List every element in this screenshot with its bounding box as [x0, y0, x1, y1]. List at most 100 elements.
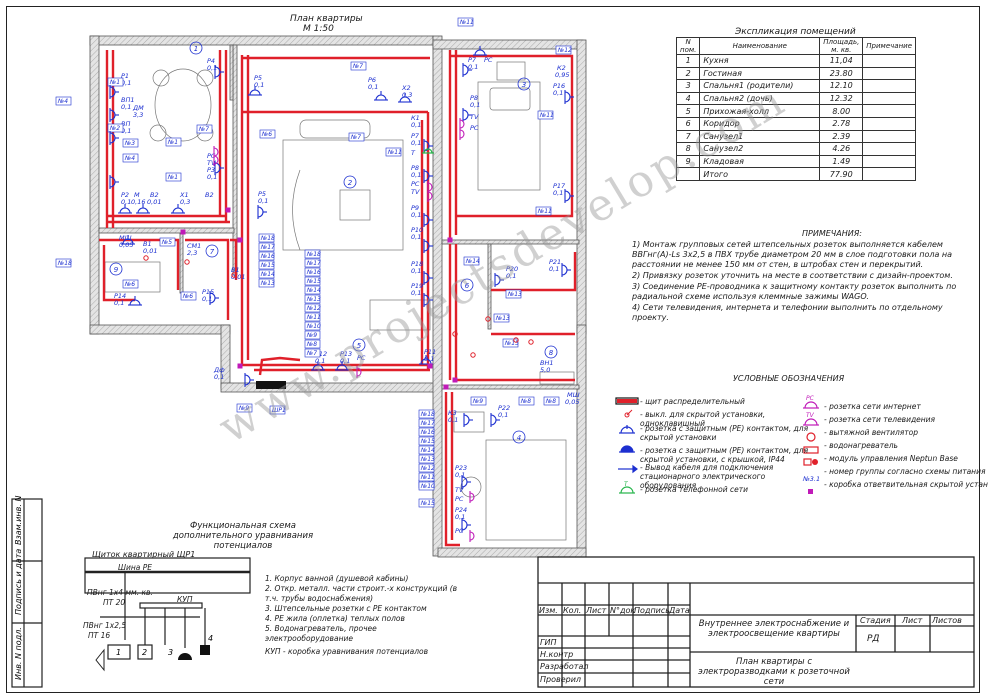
outlet-label: 0,1	[411, 121, 421, 129]
outlet-label: РС	[357, 354, 366, 362]
scheme-items: 1. Корпус ванной (душевой кабины)2. Откр…	[265, 574, 465, 644]
socket-icon	[109, 108, 119, 122]
network-socket-icon	[469, 491, 475, 503]
group-stack-label: №9	[306, 332, 317, 339]
scheme-item: 5. Водонагреватель, прочее электрооборуд…	[265, 624, 377, 643]
wiring	[99, 50, 577, 547]
socket-icon	[109, 85, 119, 99]
outlet-label: TV	[455, 486, 464, 494]
outlet-label: Р22	[498, 404, 510, 412]
outlet-label: К2	[557, 64, 566, 72]
outlet-label: К1	[411, 114, 420, 122]
outlet-label: 0,1	[202, 295, 212, 303]
group-stack-label: №17	[260, 244, 275, 251]
drawing-sheet	[6, 6, 980, 693]
group-stack-label: №12	[420, 465, 435, 472]
socket-icon	[461, 475, 471, 489]
outlet-label: РС	[455, 495, 464, 503]
outlet-label: 0,1	[340, 357, 350, 365]
group-stack-label: №15	[420, 438, 435, 445]
outlet-label: В1	[143, 240, 152, 248]
switch-icon	[143, 255, 149, 261]
outlet-label: В1	[231, 266, 240, 274]
outlet-label: Р18	[411, 260, 423, 268]
group-label: №6	[261, 131, 272, 138]
outlet-label: Х2	[401, 84, 411, 92]
explication-cell	[675, 167, 701, 181]
group-stack-label: №14	[420, 447, 435, 454]
junction-box-icon	[427, 363, 433, 369]
room-number: 5	[357, 342, 362, 350]
outlet-label: 3,3	[133, 111, 143, 119]
outlet-label: 0,3	[180, 198, 190, 206]
outlet-label: 0,1	[411, 233, 421, 241]
outlet-label: 0,1	[207, 173, 217, 181]
outlet-label: 0,1	[468, 63, 478, 71]
outlet-label: 0,95	[555, 71, 569, 79]
outlet-label: 0,1	[549, 265, 559, 273]
outlet-label: РС	[411, 180, 420, 188]
socket-icon	[244, 373, 254, 387]
group-stack-label: №13	[420, 456, 435, 463]
title-block-col: Подпись	[634, 606, 670, 615]
outlet-label: 0,01	[143, 247, 157, 255]
outlet-label: М	[134, 191, 140, 199]
group-label: №2	[109, 125, 120, 132]
outlet-label: 0,1	[553, 189, 563, 197]
switch-icon	[485, 316, 491, 322]
junction-box-icon	[443, 384, 449, 390]
group-label: №7	[350, 134, 361, 141]
group-stack-label: №14	[306, 287, 321, 294]
network-socket-icon	[213, 154, 219, 166]
svg-text:4: 4	[208, 634, 213, 643]
outlet-label: 0,1	[121, 198, 131, 206]
outlet-label: Дф	[213, 366, 225, 374]
group-label: №13	[507, 291, 522, 298]
scheme-pipe1: ПТ 20	[103, 598, 126, 607]
plan-scale: М 1:50	[303, 24, 334, 34]
outlet-label: Р9	[411, 204, 419, 212]
outlet-label: 0,01	[231, 273, 245, 281]
group-label: №1	[167, 139, 178, 146]
group-label: №1	[167, 174, 178, 181]
sheets-header: Листов	[932, 616, 962, 625]
socket-icon	[423, 271, 433, 285]
outlet-label: Р17	[553, 182, 566, 190]
svg-text:2: 2	[142, 648, 147, 657]
scheme-title: Функциональная схема дополнительного ура…	[172, 521, 314, 551]
group-label: №15	[504, 340, 519, 347]
outlet-label: 2,3	[187, 249, 197, 257]
scheme-item: 2. Откр. металл. части строит.-х констру…	[265, 584, 458, 603]
outlet-label: 0,1	[121, 127, 131, 135]
room-number: 1	[194, 45, 198, 53]
socket-icon	[121, 235, 135, 245]
explication-cell: Итого	[699, 167, 821, 181]
outlet-label: 0,1	[121, 103, 131, 111]
socket-icon	[209, 291, 219, 305]
scheme-item: 4. PE жила (оплетка) теплых полов	[265, 614, 405, 623]
group-stack-label: №14	[260, 271, 275, 278]
explication-cell: 9	[675, 154, 701, 169]
socket-icon	[473, 46, 487, 56]
junction-box-icon	[180, 229, 186, 235]
socket-icon	[423, 139, 433, 153]
outlet-label: Р23	[455, 464, 467, 472]
outlet-label: Р6	[368, 76, 376, 84]
group-stack-label: №8	[306, 341, 317, 348]
outlet-label: 0,05	[119, 241, 133, 249]
outlet-label: 0,1	[207, 64, 217, 72]
room-number: 4	[517, 434, 521, 442]
legend-item: - модуль управления Neptun Base	[824, 454, 958, 463]
legend-item: - водонагреватель	[824, 441, 898, 450]
group-stack-label: №7	[306, 350, 317, 357]
group-stack-label: №18	[260, 235, 275, 242]
scheme-bus: Шина PE	[118, 563, 153, 572]
group-stack-label: №10	[306, 323, 321, 330]
socket-icon	[214, 65, 224, 79]
outlet-label: РС	[470, 124, 479, 132]
socket-icon	[463, 413, 473, 427]
title-block-col: N°док	[610, 606, 636, 615]
